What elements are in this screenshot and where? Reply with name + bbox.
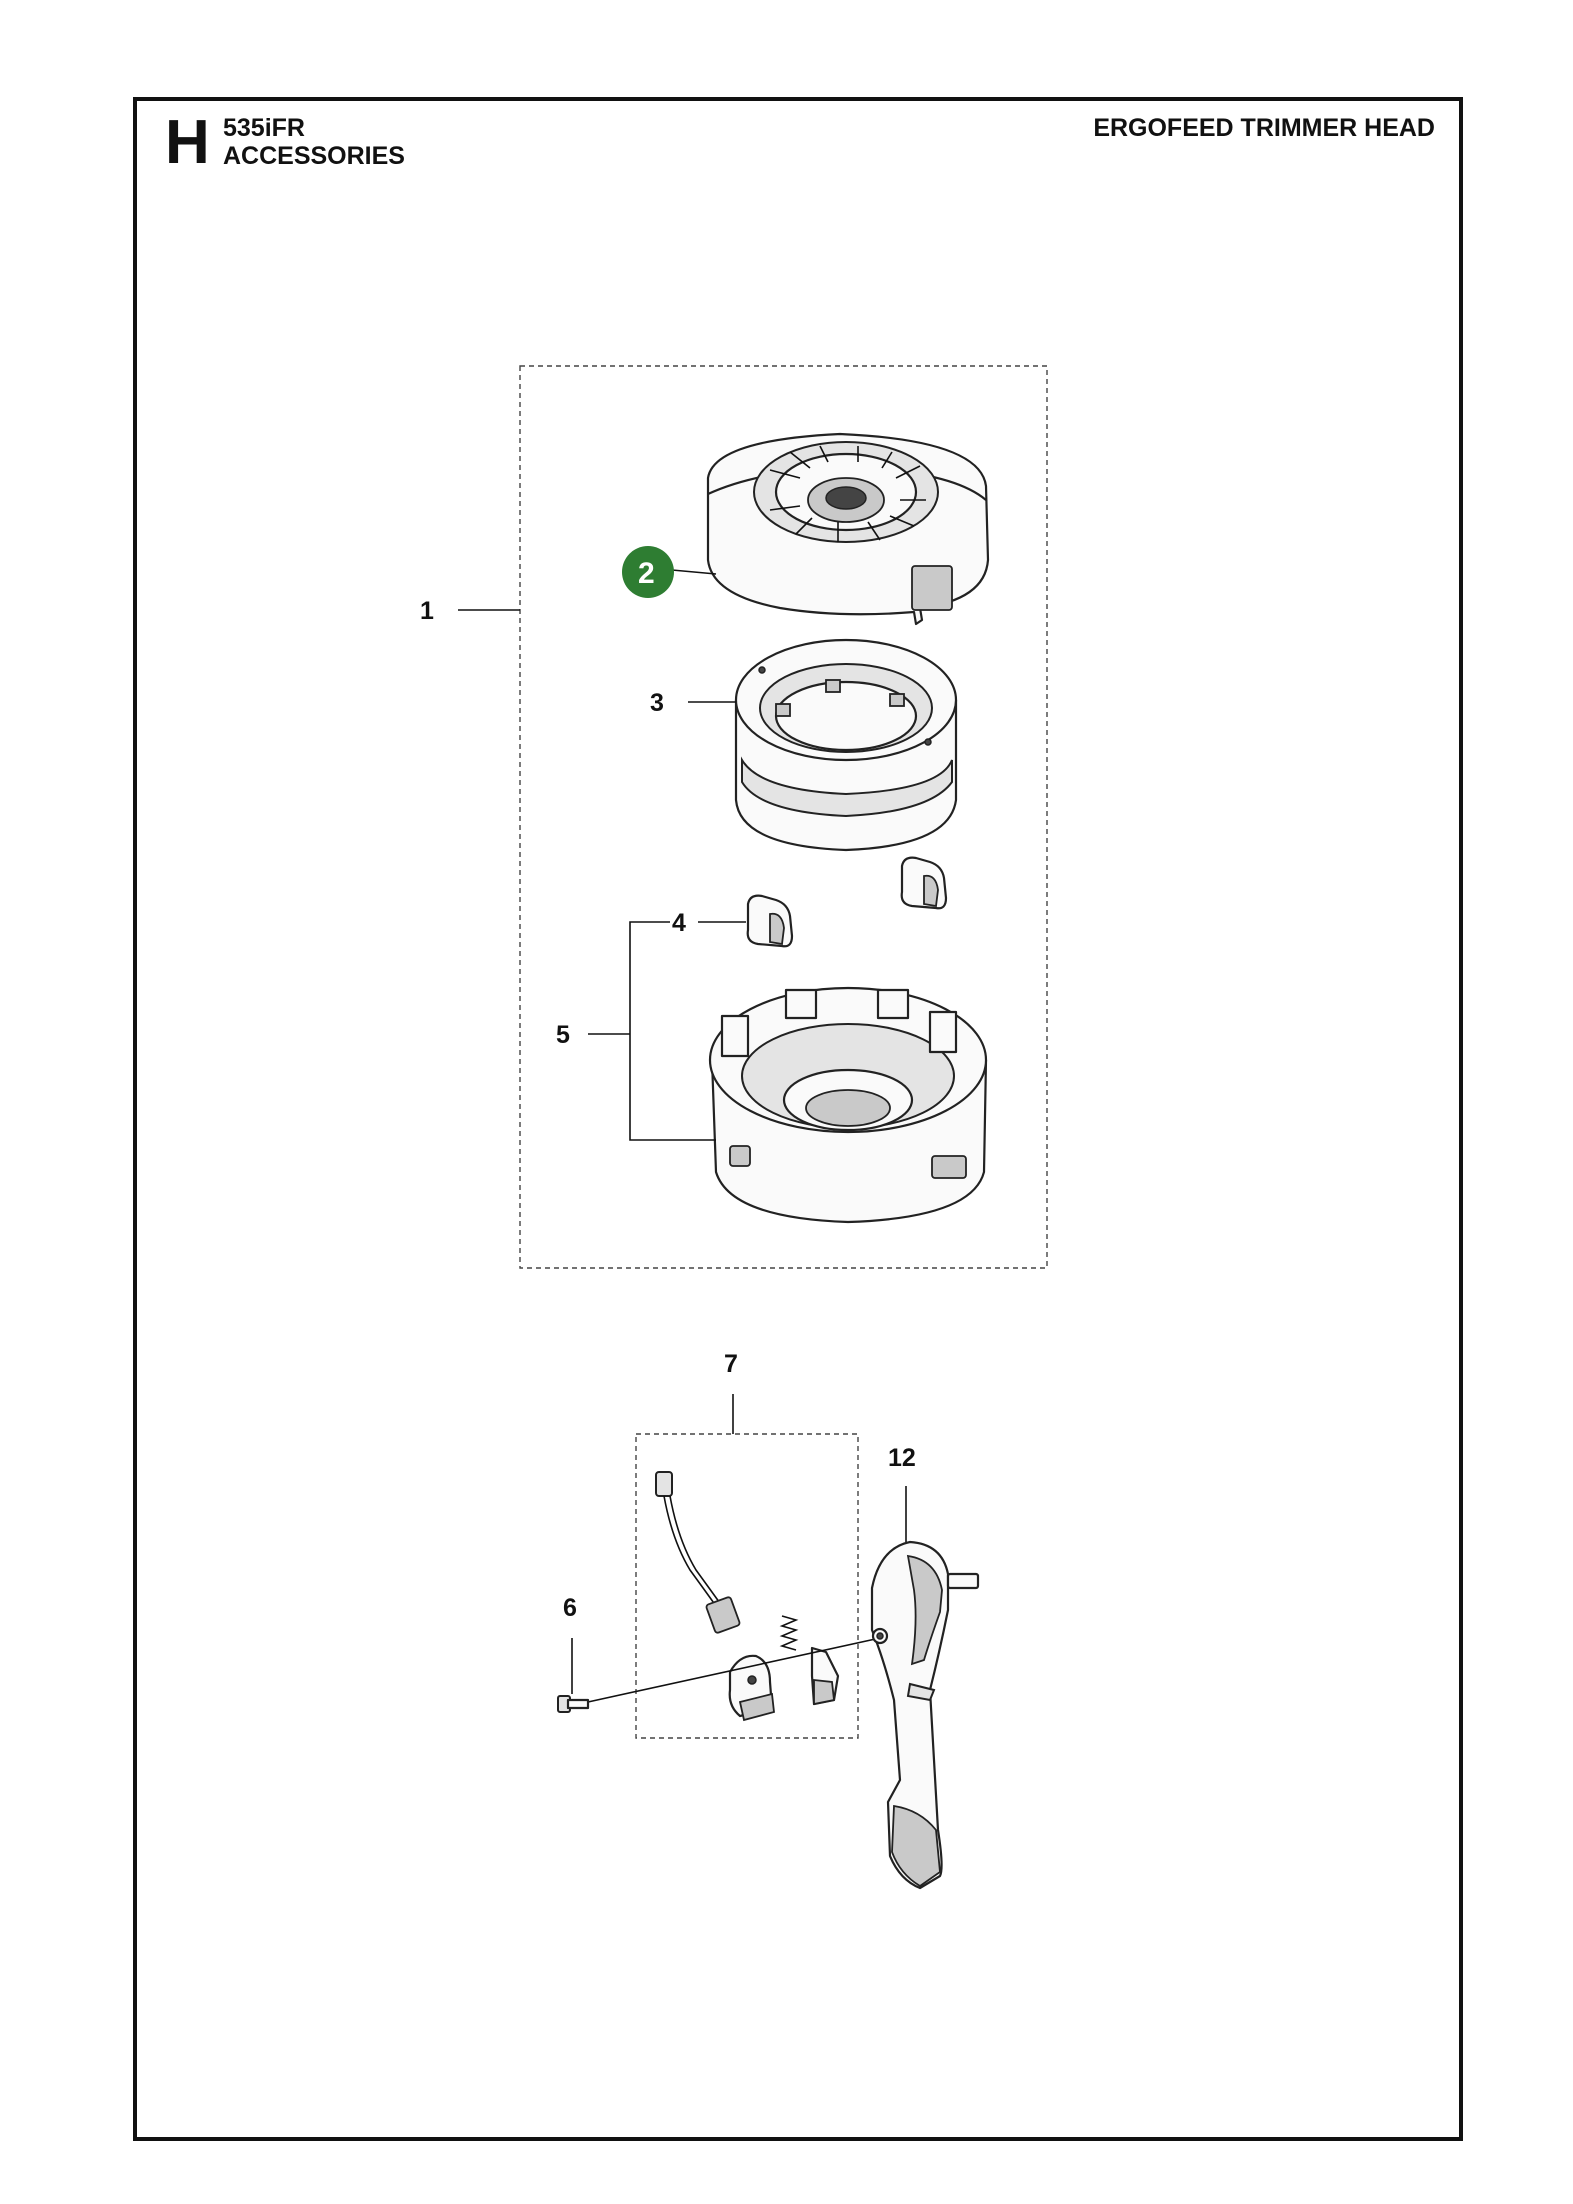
- leader-5-bracket: [629, 921, 716, 1141]
- handle-part: [870, 1540, 980, 1890]
- callout-6: 6: [563, 1594, 577, 1622]
- eyelet-part-right: [900, 856, 948, 910]
- model-name: 535iFR: [223, 114, 305, 142]
- assembly-7-group-box: [635, 1433, 859, 1739]
- page-title: ERGOFEED TRIMMER HEAD: [1093, 114, 1435, 142]
- page-frame: [133, 97, 1463, 2141]
- assembly-1-group-box: [519, 365, 1048, 1269]
- bottom-housing-part: [708, 986, 988, 1224]
- callout-4: 4: [672, 909, 686, 937]
- callout-5: 5: [556, 1021, 570, 1049]
- eyelet-part-left: [746, 894, 794, 948]
- callout-3: 3: [650, 689, 664, 717]
- spool-part: [734, 638, 958, 852]
- callout-1: 1: [420, 597, 434, 625]
- callout-12: 12: [888, 1444, 916, 1472]
- callout-7: 7: [724, 1350, 738, 1378]
- trigger-part: [810, 1646, 840, 1706]
- leader-2: [671, 569, 717, 575]
- section-letter: H: [165, 108, 210, 177]
- category-name: ACCESSORIES: [223, 142, 405, 170]
- top-cover-part: [706, 432, 990, 626]
- cable-part: [655, 1471, 741, 1634]
- switch-housing-part: [728, 1654, 775, 1722]
- screw-axis-line: [587, 1637, 881, 1703]
- spring-part: [779, 1615, 799, 1651]
- callout-2: 2: [638, 557, 655, 590]
- callout-2-badge: [622, 546, 674, 598]
- screw-part: [557, 1695, 590, 1713]
